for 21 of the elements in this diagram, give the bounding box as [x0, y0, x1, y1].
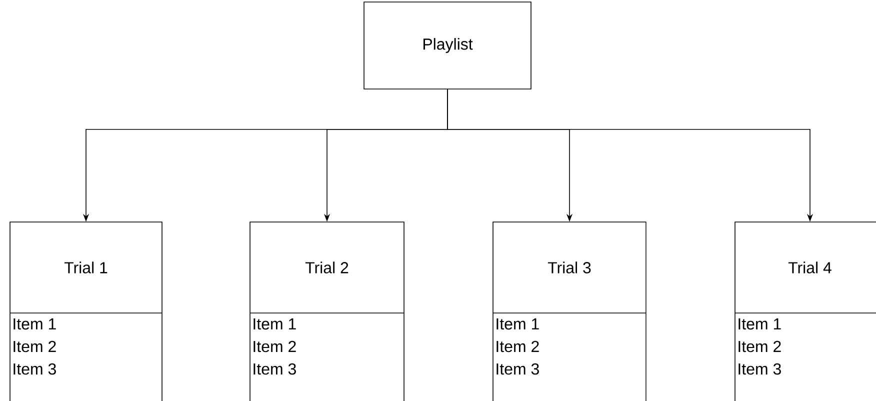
- trial-box: [492, 222, 646, 401]
- trial-title: Trial 1: [64, 262, 108, 274]
- trial-box: [734, 222, 876, 401]
- trial-box: [10, 222, 162, 401]
- list-item: Item 1: [254, 318, 296, 330]
- list-item: Item 2: [14, 340, 56, 352]
- trial-title: Trial 3: [548, 262, 591, 274]
- trial-title: Trial 2: [305, 262, 348, 274]
- list-item: Item 3: [738, 363, 781, 375]
- list-item: Item 2: [254, 340, 296, 352]
- list-item: Item 1: [496, 318, 539, 330]
- list-item: Item 1: [738, 318, 781, 330]
- list-item: Item 3: [14, 363, 56, 375]
- trial-title: Trial 4: [788, 262, 832, 274]
- list-item: Item 2: [738, 340, 781, 352]
- list-item: Item 2: [496, 340, 539, 352]
- list-item: Item 3: [496, 363, 539, 375]
- trial-box: [250, 222, 404, 401]
- list-item: Item 1: [14, 318, 56, 330]
- box: Playlist: [364, 2, 532, 90]
- list-item: Item 3: [254, 363, 296, 375]
